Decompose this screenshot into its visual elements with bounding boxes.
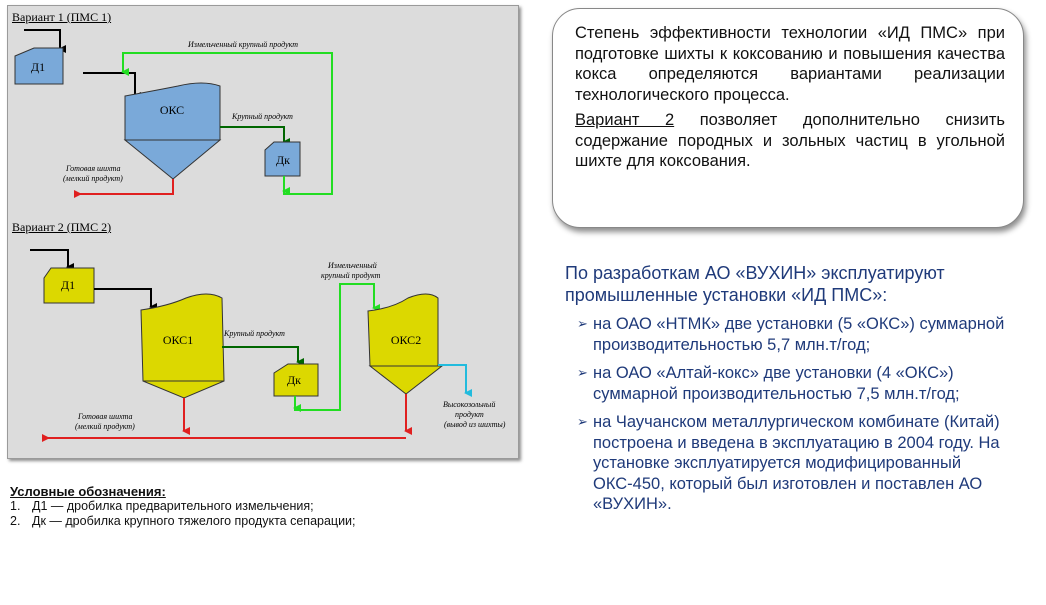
v1-oks-to-dk-arrow	[220, 126, 290, 146]
legend-item-text: Д1 — дробилка предварительного измельчен…	[32, 499, 314, 513]
v2-ready-charge-label-2: (мелкий продукт)	[75, 422, 135, 431]
v2-crusher-d1	[43, 267, 95, 304]
v1-crusher-dk	[264, 141, 301, 177]
v2-d1-to-oks1-arrow	[94, 288, 157, 311]
v1-separator-oks	[124, 82, 221, 141]
installations-list: ➢ на ОАО «НТМК» две установки (5 «ОКС») …	[565, 314, 1035, 515]
v2-crushed-coarse-label-1: Измельченный	[327, 261, 377, 270]
process-diagram: Д1 ОКС Крупный продукт Дк Измельченный к…	[14, 29, 506, 442]
legend: Условные обозначения: 1. Д1 — дробилка п…	[10, 484, 520, 529]
v2-separator-oks1	[140, 293, 225, 382]
v2-high-ash-label-3: (вывод из шихты)	[444, 420, 506, 429]
legend-title: Условные обозначения:	[10, 484, 166, 499]
v1-feed-arrow	[24, 29, 66, 53]
v2-oks2-cone	[368, 365, 444, 395]
callout-text: Степень эффективности технологии «ИД ПМС…	[575, 23, 1005, 177]
info-lead: По разработкам АО «ВУХИН» эксплуатируют …	[565, 263, 945, 305]
v2-separator-oks2	[367, 293, 439, 367]
list-item-text: на Чаучанском металлургическом комбинате…	[593, 413, 1000, 513]
variant1-diagram: Д1 ОКС Крупный продукт Дк Измельченный к…	[14, 29, 333, 198]
installations-info: По разработкам АО «ВУХИН» эксплуатируют …	[565, 262, 1035, 523]
v1-ready-charge-label-2: (мелкий продукт)	[63, 174, 123, 183]
v2-coarse-label: Крупный продукт	[223, 329, 285, 338]
arrow-bullet-icon: ➢	[577, 365, 588, 380]
v2-high-ash-arrow	[438, 364, 472, 397]
v2-high-ash-label-2: продукт	[455, 410, 484, 419]
v1-crushed-coarse-label: Измельченный крупный продукт	[187, 40, 298, 49]
v1-d1-label: Д1	[31, 60, 45, 74]
process-diagram-panel: Д1 ОКС Крупный продукт Дк Измельченный к…	[7, 5, 519, 459]
v2-oks1-label: ОКС1	[163, 333, 193, 347]
legend-item-number: 1.	[10, 499, 21, 513]
callout-paragraph-2-rest: позволяет дополнительно снизить содержан…	[575, 111, 1005, 170]
list-item-text: на ОАО «Алтай-кокс» две установки (4 «ОК…	[593, 364, 960, 403]
v1-output-arrow	[74, 179, 174, 198]
v1-coarse-label: Крупный продукт	[231, 112, 293, 121]
legend-item-text: Дк — дробилка крупного тяжелого продукта…	[32, 514, 356, 528]
legend-item-number: 2.	[10, 514, 21, 528]
callout-paragraph-2: Вариант 2 позволяет дополнительно снизит…	[575, 110, 1005, 172]
variant2-underlined: Вариант 2	[575, 111, 675, 129]
arrow-bullet-icon: ➢	[577, 316, 588, 331]
v2-oks2-label: ОКС2	[391, 333, 421, 347]
v1-oks-label: ОКС	[160, 103, 184, 117]
list-item: ➢ на ОАО «НТМК» две установки (5 «ОКС») …	[577, 314, 1035, 355]
v2-d1-label: Д1	[61, 278, 75, 292]
v2-high-ash-label-1: Высокозольный	[443, 400, 495, 409]
v2-oks1-cone	[142, 380, 225, 399]
list-item: ➢ на Чаучанском металлургическом комбина…	[577, 412, 1035, 515]
summary-callout: Степень эффективности технологии «ИД ПМС…	[552, 8, 1024, 228]
legend-item: 1. Д1 — дробилка предварительного измель…	[10, 499, 520, 514]
v1-oks-cone	[123, 139, 222, 180]
v1-crusher-d1	[14, 47, 64, 85]
v2-ready-charge-label-1: Готовая шихта	[77, 412, 133, 421]
v1-d1-to-oks-arrow	[83, 72, 141, 100]
list-item-text: на ОАО «НТМК» две установки (5 «ОКС») су…	[593, 315, 1005, 354]
legend-item: 2. Дк — дробилка крупного тяжелого проду…	[10, 514, 520, 529]
callout-paragraph-1: Степень эффективности технологии «ИД ПМС…	[575, 24, 1005, 104]
variant2-diagram: Д1 ОКС1 Крупный продукт Дк Измельченный …	[30, 249, 506, 442]
variant2-title: Вариант 2 (ПМС 2)	[12, 220, 112, 234]
v2-crushed-coarse-label-2: крупный продукт	[321, 271, 381, 280]
variant1-title: Вариант 1 (ПМС 1)	[12, 10, 112, 24]
v1-dk-label: Дк	[276, 153, 290, 167]
v1-ready-charge-label-1: Готовая шихта	[65, 164, 121, 173]
list-item: ➢ на ОАО «Алтай-кокс» две установки (4 «…	[577, 363, 1035, 404]
v2-feed-arrow	[30, 249, 74, 271]
arrow-bullet-icon: ➢	[577, 414, 588, 429]
v2-oks1-to-dk-arrow	[222, 346, 304, 366]
v2-dk-label: Дк	[287, 373, 301, 387]
